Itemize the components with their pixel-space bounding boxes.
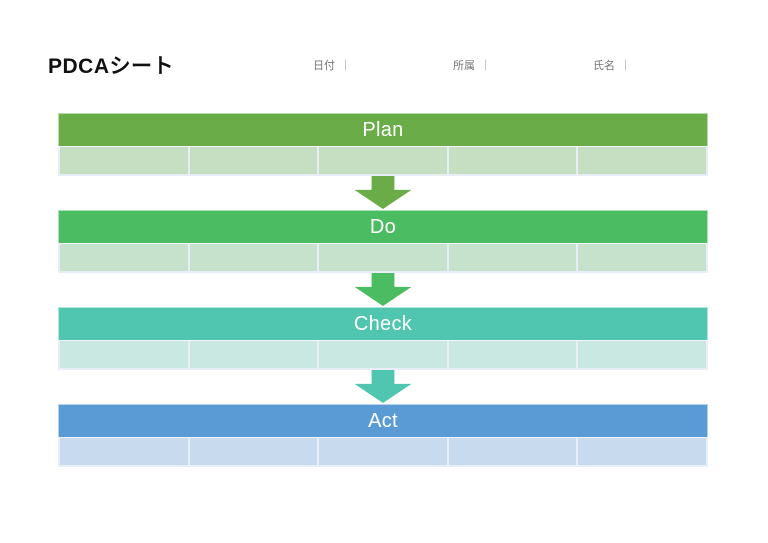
band-act-header: Act — [58, 404, 708, 437]
band-do-row — [58, 243, 708, 273]
affiliation-separator: ｜ — [480, 60, 491, 72]
date-separator: ｜ — [340, 60, 351, 72]
table-cell — [578, 244, 706, 271]
arrow-gap-plan-do — [58, 176, 708, 210]
band-check-header: Check — [58, 307, 708, 340]
table-cell — [319, 438, 447, 465]
down-arrow-icon — [354, 273, 412, 306]
band-do: Do — [58, 210, 708, 273]
band-act: Act — [58, 404, 708, 467]
table-cell — [60, 341, 188, 368]
name-label: 氏名 — [593, 60, 615, 72]
affiliation-label: 所属 — [453, 60, 475, 72]
arrow-gap-do-check — [58, 273, 708, 307]
band-do-header: Do — [58, 210, 708, 243]
arrow-gap-check-act — [58, 370, 708, 404]
table-cell — [448, 244, 577, 271]
band-plan-row — [58, 146, 708, 176]
down-arrow-icon — [354, 176, 412, 209]
date-label: 日付 — [313, 60, 335, 72]
table-cell — [578, 341, 706, 368]
header-fields: 日付 ｜ 所属 ｜ 氏名 ｜ — [0, 57, 768, 73]
down-arrow-icon — [354, 370, 412, 403]
table-cell — [319, 341, 447, 368]
band-act-row — [58, 437, 708, 467]
table-cell — [60, 244, 188, 271]
table-cell — [189, 244, 318, 271]
table-cell — [448, 438, 577, 465]
name-field-label: 氏名 ｜ — [593, 57, 631, 73]
band-check-label: Check — [353, 312, 413, 335]
pdca-diagram: Plan Do Check — [58, 113, 708, 467]
band-plan-header: Plan — [58, 113, 708, 146]
band-check: Check — [58, 307, 708, 370]
table-cell — [189, 438, 318, 465]
table-cell — [578, 147, 706, 174]
table-cell — [448, 147, 577, 174]
table-cell — [319, 147, 447, 174]
band-act-label: Act — [368, 409, 398, 432]
table-cell — [319, 244, 447, 271]
band-plan: Plan — [58, 113, 708, 176]
table-cell — [189, 341, 318, 368]
name-separator: ｜ — [620, 60, 631, 72]
date-field-label: 日付 ｜ — [313, 57, 351, 73]
page-title: PDCAシート — [48, 55, 175, 78]
band-plan-label: Plan — [362, 118, 404, 141]
table-cell — [578, 438, 706, 465]
table-cell — [60, 438, 188, 465]
table-cell — [448, 341, 577, 368]
table-cell — [60, 147, 188, 174]
band-do-label: Do — [369, 215, 397, 238]
band-check-row — [58, 340, 708, 370]
table-cell — [189, 147, 318, 174]
affiliation-field-label: 所属 ｜ — [453, 57, 491, 73]
